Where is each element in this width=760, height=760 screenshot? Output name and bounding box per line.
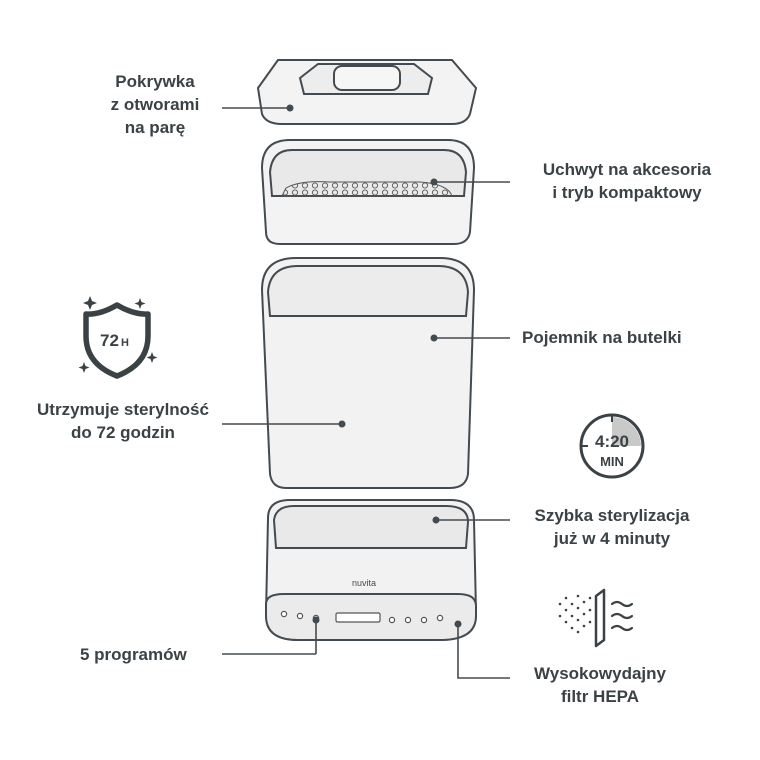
leader-lines xyxy=(222,107,510,679)
shield-sub: H xyxy=(121,337,129,349)
label-sterile: Utrzymuje sterylność do 72 godzin xyxy=(8,398,238,444)
lid-part xyxy=(256,59,478,125)
label-filter-line2: filtr HEPA xyxy=(560,687,640,706)
timer-icon: 4:20 MIN xyxy=(579,413,645,479)
label-lid-line1: Pokrywka xyxy=(115,72,195,91)
label-holder-line2: i tryb kompaktowy xyxy=(552,183,702,202)
label-filter-line1: Wysokowydajny xyxy=(534,664,666,683)
timer-value: 4:20 xyxy=(595,432,629,451)
label-programs-line1: 5 programów xyxy=(80,645,187,664)
base-unit-part: nuvita xyxy=(264,499,478,641)
accessory-holder-part xyxy=(260,139,476,245)
label-programs: 5 programów xyxy=(80,643,187,666)
label-fast-line2: już w 4 minuty xyxy=(553,529,671,548)
label-holder-line1: Uchwyt na akcesoria xyxy=(542,160,712,179)
brand-logo: nuvita xyxy=(352,578,376,588)
label-lid: Pokrywka z otworami na parę xyxy=(88,70,222,139)
bottle-container-part xyxy=(260,257,476,489)
label-sterile-line2: do 72 godzin xyxy=(71,423,175,442)
shield-text: 72 xyxy=(100,331,119,350)
leader-dots xyxy=(286,104,462,628)
label-lid-line3: na parę xyxy=(124,118,186,137)
label-fast: Szybka sterylizacja już w 4 minuty xyxy=(512,504,712,550)
label-fast-line1: Szybka sterylizacja xyxy=(534,506,690,525)
label-container-line1: Pojemnik na butelki xyxy=(522,328,682,347)
hepa-filter-icon xyxy=(558,588,634,648)
label-filter: Wysokowydajny filtr HEPA xyxy=(512,662,688,708)
shield-72h-icon: 72 H xyxy=(78,296,158,379)
label-container: Pojemnik na butelki xyxy=(522,326,682,349)
timer-unit: MIN xyxy=(600,454,624,469)
label-lid-line2: z otworami xyxy=(110,95,200,114)
label-sterile-line1: Utrzymuje sterylność xyxy=(37,400,209,419)
label-holder: Uchwyt na akcesoria i tryb kompaktowy xyxy=(512,158,742,204)
